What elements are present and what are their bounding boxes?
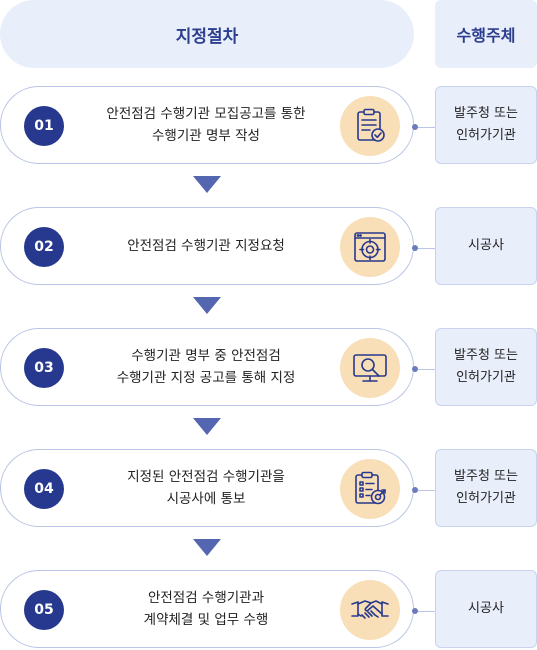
step-number: 03 — [24, 348, 64, 388]
step-text-line-2: 수행기관 명부 작성 — [152, 128, 260, 144]
step-01: 01 안전점검 수행기관 모집공고를 통한 수행기관 명부 작성 — [0, 86, 436, 164]
step-description: 수행기관 명부 중 안전점검 수행기관 지정 공고를 통해 지정 — [81, 329, 331, 405]
step-text-line-2: 시공사에 통보 — [166, 491, 246, 507]
step-description: 안전점검 수행기관과 계약체결 및 업무 수행 — [81, 571, 331, 647]
step-number: 04 — [24, 469, 64, 509]
actor-line-1: 발주청 또는 — [454, 106, 518, 121]
step-text-line-2: 계약체결 및 업무 수행 — [143, 612, 269, 628]
connector-dot — [412, 608, 418, 614]
actor-line-2: 인허가기관 — [456, 370, 516, 385]
actor-box-03: 발주청 또는 인허가기관 — [435, 328, 537, 406]
connector-dot — [412, 245, 418, 251]
connector-line — [418, 368, 436, 370]
connector-line — [418, 126, 436, 128]
connector-dot — [412, 124, 418, 130]
step-number: 05 — [24, 590, 64, 630]
procedure-header: 지정절차 — [0, 0, 414, 68]
connector-dot — [412, 487, 418, 493]
connector-line — [418, 610, 436, 612]
step-05: 05 안전점검 수행기관과 계약체결 및 업무 수행 — [0, 570, 436, 648]
down-arrow-icon — [193, 539, 221, 556]
target-screen-icon — [340, 217, 400, 277]
clipboard-check-icon — [340, 96, 400, 156]
actor-box-05: 시공사 — [435, 570, 537, 648]
step-description: 안전점검 수행기관 지정요청 — [81, 208, 331, 284]
step-description: 지정된 안전점검 수행기관을 시공사에 통보 — [81, 450, 331, 526]
actor-line-2: 인허가기관 — [456, 128, 516, 143]
actor-box-01: 발주청 또는 인허가기관 — [435, 86, 537, 164]
down-arrow-icon — [193, 297, 221, 314]
step-number: 02 — [24, 227, 64, 267]
step-text-line-1: 수행기관 명부 중 안전점검 — [131, 348, 281, 364]
step-text-line-2: 수행기관 지정 공고를 통해 지정 — [116, 370, 296, 386]
checklist-target-icon — [340, 459, 400, 519]
actor-box-04: 발주청 또는 인허가기관 — [435, 449, 537, 527]
actor-line-1: 발주청 또는 — [454, 348, 518, 363]
step-number: 01 — [24, 106, 64, 146]
step-04: 04 지정된 안전점검 수행기관을 시공사에 통보 — [0, 449, 436, 527]
handshake-icon — [340, 580, 400, 640]
actor-box-02: 시공사 — [435, 207, 537, 285]
down-arrow-icon — [193, 418, 221, 435]
actor-line-1: 발주청 또는 — [454, 469, 518, 484]
step-text-line-1: 안전점검 수행기관 지정요청 — [127, 238, 285, 254]
monitor-search-icon — [340, 338, 400, 398]
step-text-line-1: 안전점검 수행기관 모집공고를 통한 — [106, 106, 306, 122]
connector-line — [418, 489, 436, 491]
step-text-line-1: 지정된 안전점검 수행기관을 — [127, 469, 285, 485]
connector-dot — [412, 366, 418, 372]
step-description: 안전점검 수행기관 모집공고를 통한 수행기관 명부 작성 — [81, 87, 331, 163]
actor-line-2: 인허가기관 — [456, 491, 516, 506]
actor-header: 수행주체 — [435, 0, 537, 68]
actor-line-1: 시공사 — [468, 601, 504, 616]
step-03: 03 수행기관 명부 중 안전점검 수행기관 지정 공고를 통해 지정 — [0, 328, 436, 406]
down-arrow-icon — [193, 176, 221, 193]
actor-line-1: 시공사 — [468, 238, 504, 253]
step-02: 02 안전점검 수행기관 지정요청 — [0, 207, 436, 285]
step-text-line-1: 안전점검 수행기관과 — [147, 590, 265, 606]
connector-line — [418, 247, 436, 249]
